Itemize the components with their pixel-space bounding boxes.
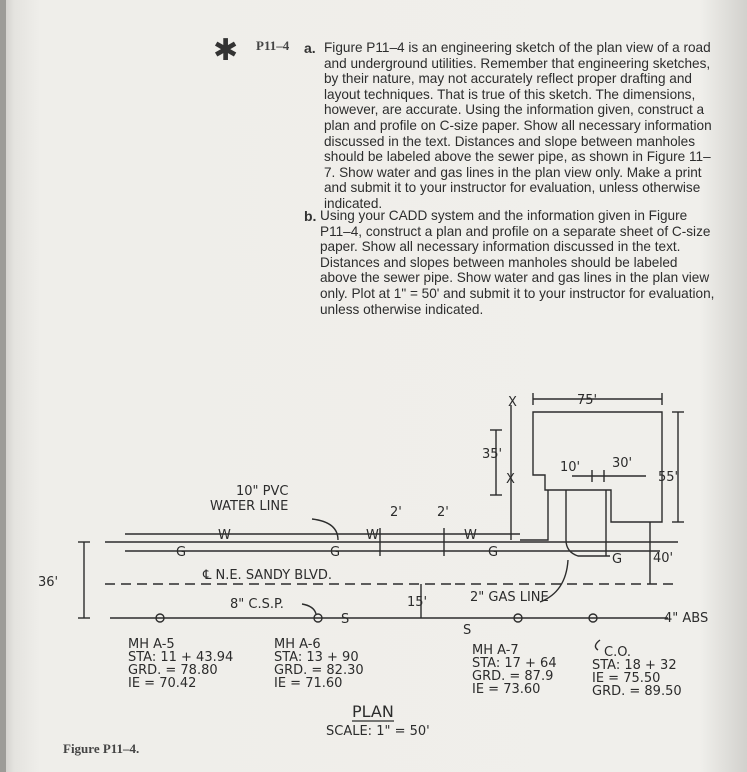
sewer-pipe-label: 8" C.S.P.	[230, 597, 284, 612]
gas-symbol-1: G	[176, 545, 186, 560]
water-line-label-2: WATER LINE	[210, 499, 288, 514]
dim-notch-right: 30'	[612, 456, 632, 471]
svg-text:GRD. = 89.50: GRD. = 89.50	[592, 684, 682, 699]
plan-sketch: X X 75' 55' 35' 10' 30' 40' 2' 2' 15' 36…	[38, 393, 708, 739]
dim-water-offset-1: 2'	[390, 505, 402, 520]
svg-text:STA: 11 + 43.94: STA: 11 + 43.94	[128, 650, 233, 665]
water-line-label-1: 10" PVC	[236, 484, 288, 499]
dim-building-width: 75'	[577, 393, 597, 408]
dim-building-setback: 35'	[482, 447, 502, 462]
dim-building-depth: 55'	[658, 470, 678, 485]
svg-text:IE = 70.42: IE = 70.42	[128, 676, 196, 691]
manhole-a6: MH A-6 STA: 13 + 90 GRD. = 82.30 IE = 71…	[274, 637, 364, 691]
road-name: ℄ N.E. SANDY BLVD.	[202, 568, 332, 583]
cleanout: C.O. STA: 18 + 32 IE = 75.50 GRD. = 89.5…	[592, 645, 682, 699]
svg-text:GRD. = 78.80: GRD. = 78.80	[128, 663, 218, 678]
water-symbol-1: W	[218, 528, 231, 543]
water-symbol-3: W	[464, 528, 477, 543]
item-b-text: Using your CADD system and the informati…	[320, 208, 715, 317]
plan-title: PLAN	[352, 702, 394, 721]
svg-text:STA: 17 + 64: STA: 17 + 64	[472, 656, 557, 671]
water-symbol-2: W	[366, 528, 379, 543]
x-mark-top: X	[508, 395, 517, 410]
abs-label: 4" ABS	[664, 611, 708, 626]
gas-symbol-4: G	[612, 552, 622, 567]
gas-symbol-3: G	[488, 545, 498, 560]
sewer-symbol-2: S	[463, 623, 471, 638]
dim-sewer-offset: 15'	[407, 595, 427, 610]
svg-text:MH A-6: MH A-6	[274, 637, 321, 652]
manhole-a5: MH A-5 STA: 11 + 43.94 GRD. = 78.80 IE =…	[128, 637, 233, 691]
dim-notch-left: 10'	[560, 460, 580, 475]
svg-text:MH A-5: MH A-5	[128, 637, 175, 652]
item-a-label: a.	[304, 40, 316, 56]
svg-text:GRD. = 82.30: GRD. = 82.30	[274, 663, 364, 678]
dim-water-offset-2: 2'	[437, 505, 449, 520]
building-outline	[532, 411, 663, 523]
dim-road-width: 36'	[38, 575, 58, 590]
dim-service-offset: 40'	[653, 551, 673, 566]
item-b-label: b.	[304, 208, 317, 224]
x-mark-bottom: X	[506, 472, 515, 487]
svg-text:C.O.: C.O.	[604, 645, 631, 660]
svg-text:IE = 75.50: IE = 75.50	[592, 671, 660, 686]
book-spine-shadow	[0, 0, 6, 772]
svg-text:MH A-7: MH A-7	[472, 643, 519, 658]
svg-text:STA: 13 + 90: STA: 13 + 90	[274, 650, 359, 665]
gas-symbol-2: G	[330, 545, 340, 560]
gas-line-label: 2" GAS LINE	[470, 590, 549, 605]
svg-text:IE = 71.60: IE = 71.60	[274, 676, 342, 691]
svg-text:GRD. = 87.9: GRD. = 87.9	[472, 669, 553, 684]
plan-scale: SCALE: 1" = 50'	[326, 724, 430, 739]
manhole-a7: MH A-7 STA: 17 + 64 GRD. = 87.9 IE = 73.…	[472, 643, 557, 697]
svg-text:IE = 73.60: IE = 73.60	[472, 682, 540, 697]
asterisk-icon: ✱	[213, 33, 239, 68]
problem-number: P11–4	[256, 38, 290, 53]
item-a-text: Figure P11–4 is an engineering sketch of…	[324, 40, 712, 211]
figure-caption: Figure P11–4.	[63, 741, 140, 756]
sewer-symbol-1: S	[341, 612, 349, 627]
svg-text:STA: 18 + 32: STA: 18 + 32	[592, 658, 677, 673]
